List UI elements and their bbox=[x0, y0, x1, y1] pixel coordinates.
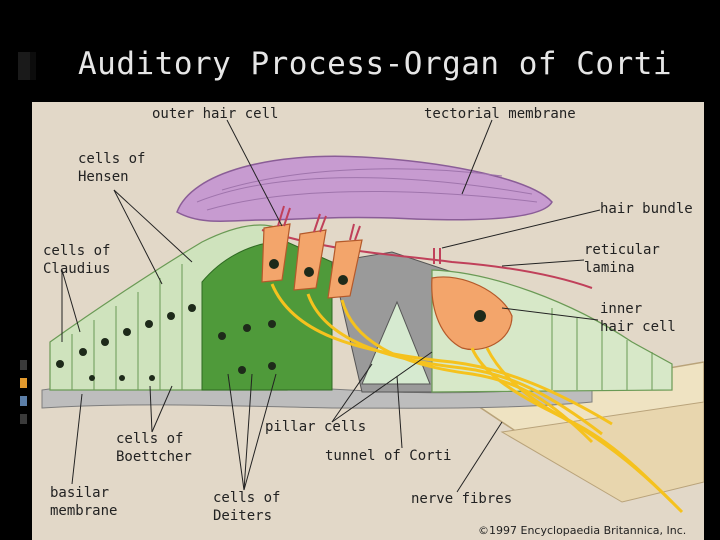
inner-hair-cell bbox=[431, 276, 513, 350]
side-marker-3 bbox=[20, 396, 27, 406]
title-bar-decoration bbox=[18, 52, 30, 80]
label-leader-lines bbox=[61, 119, 601, 493]
inner-cell-walls bbox=[551, 308, 653, 390]
side-marker-2 bbox=[20, 378, 27, 388]
inner-hair-cell-nucleus bbox=[474, 310, 486, 322]
organ-of-corti-illustration bbox=[41, 119, 704, 514]
label-outer-hair-cell: outer hair cell bbox=[152, 106, 279, 122]
side-marker-4 bbox=[20, 414, 27, 424]
tectorial-membrane-fibers bbox=[196, 168, 538, 211]
slide-title: Auditory Process-Organ of Corti bbox=[78, 46, 673, 82]
label-hair-bundle: hair bundle bbox=[600, 201, 693, 217]
label-pillar-cells: pillar cells bbox=[265, 419, 367, 435]
hair-bundles bbox=[277, 205, 441, 264]
label-tunnel-of-corti: tunnel of Corti bbox=[325, 448, 452, 464]
label-tectorial-membrane: tectorial membrane bbox=[424, 106, 576, 122]
label-nerve-fibres: nerve fibres bbox=[411, 491, 513, 507]
outer-hair-cells bbox=[261, 223, 363, 299]
nerve-fibers bbox=[270, 283, 684, 514]
organ-of-corti-figure: outer hair cell tectorial membrane cells… bbox=[32, 102, 704, 540]
copyright-credit: ©1997 Encyclopaedia Britannica, Inc. bbox=[478, 524, 687, 537]
side-marker-1 bbox=[20, 360, 27, 370]
bone-shelf-lower bbox=[500, 401, 704, 503]
title-bar-decoration-accent bbox=[30, 52, 36, 80]
cell-nuclei bbox=[56, 304, 276, 381]
tunnel-of-corti bbox=[361, 300, 431, 385]
